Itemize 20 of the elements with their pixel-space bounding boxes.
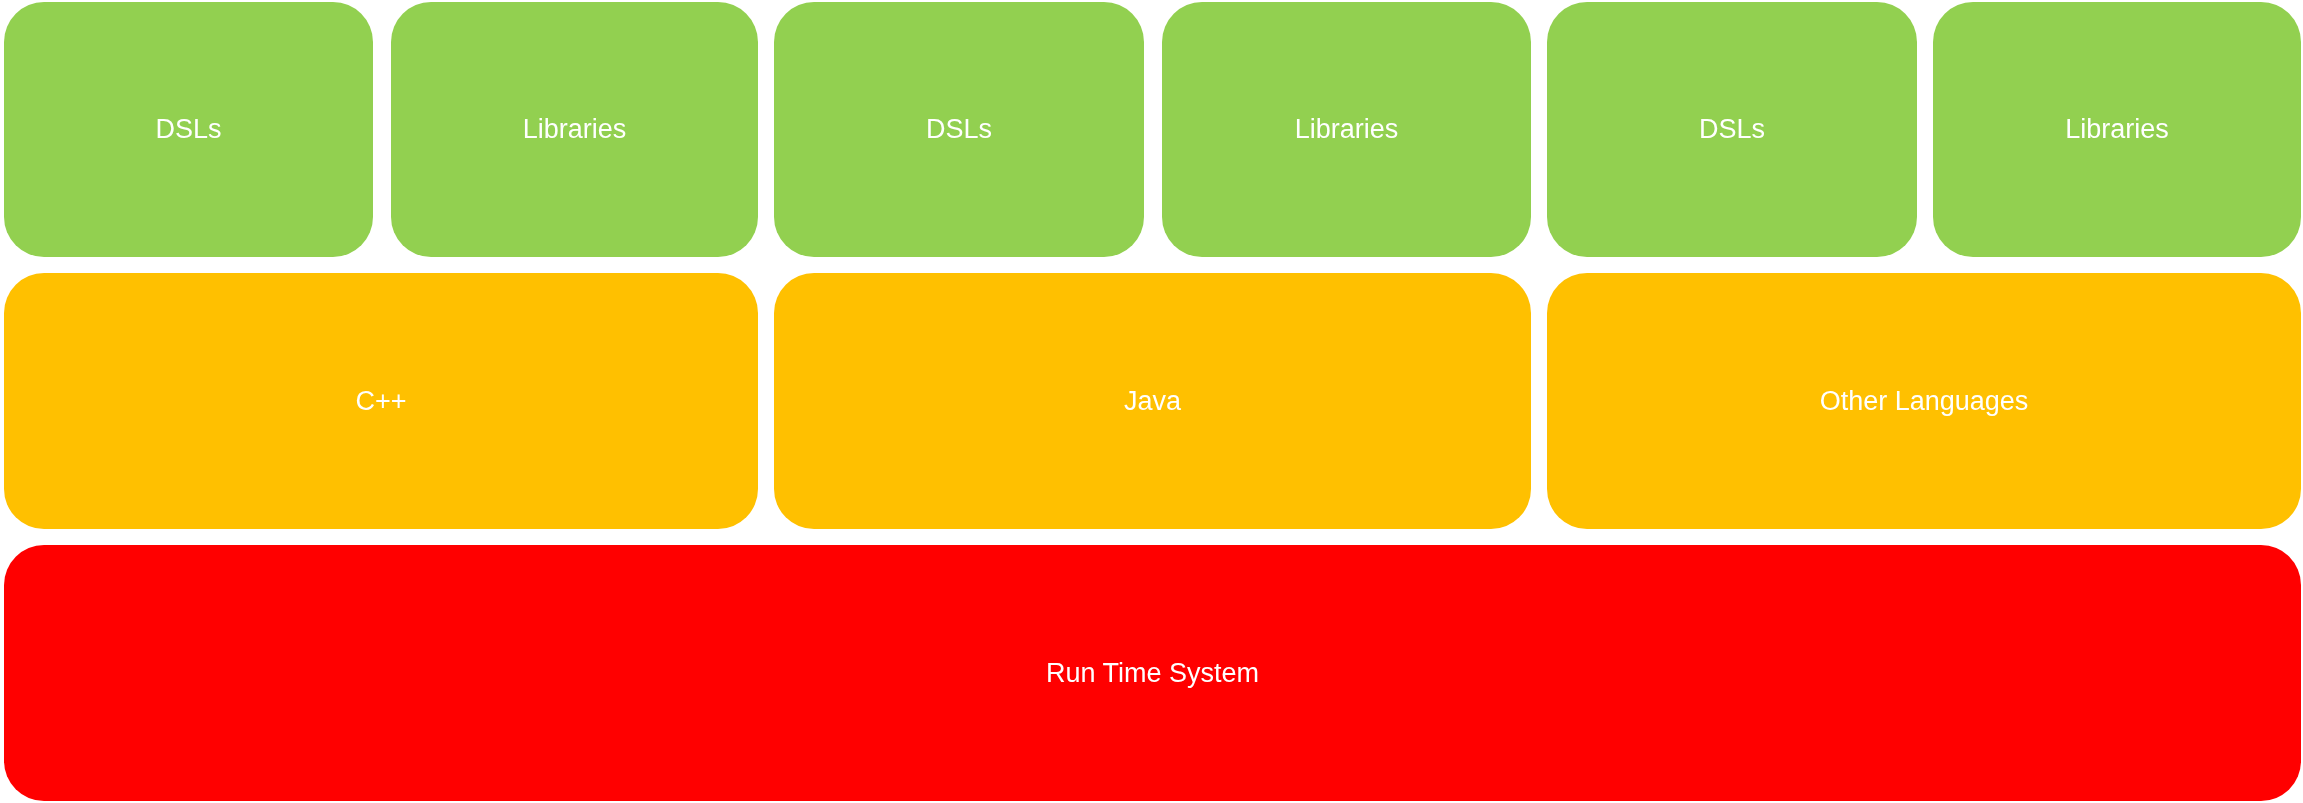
- box-label: Java: [1123, 385, 1181, 417]
- component-box: [4, 2, 373, 257]
- box-label: DSLs: [926, 114, 992, 145]
- box-label: Libraries: [1294, 114, 1399, 145]
- language-box: [4, 273, 758, 529]
- language-box: [774, 273, 1531, 529]
- component-box: [1547, 2, 1917, 257]
- box-label: Run Time System: [1045, 657, 1260, 689]
- box-label: Other Languages: [1819, 385, 2029, 417]
- box-label: DSLs: [155, 114, 222, 145]
- language-box: [1547, 273, 2301, 529]
- component-box: [774, 2, 1144, 257]
- component-box: [1933, 2, 2301, 257]
- component-box: [391, 2, 758, 257]
- box-label: Libraries: [2065, 114, 2169, 145]
- box-label: C++: [355, 385, 407, 417]
- runtime-box: [4, 545, 2301, 801]
- component-box: [1162, 2, 1531, 257]
- box-label: Libraries: [522, 114, 627, 145]
- box-label: DSLs: [1699, 114, 1765, 145]
